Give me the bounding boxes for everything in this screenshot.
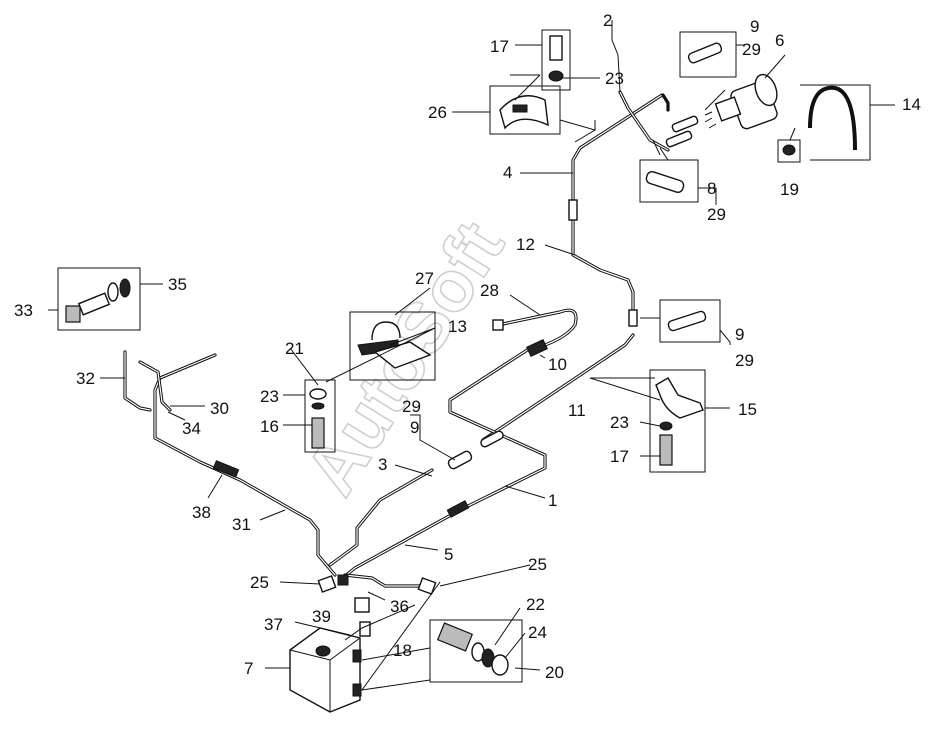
pipe-network xyxy=(123,90,670,588)
joint-38 xyxy=(212,460,240,478)
label-23-right: 23 xyxy=(610,413,629,432)
strap-14-box xyxy=(777,84,871,163)
label-29-center: 29 xyxy=(402,397,421,416)
label-17-right: 17 xyxy=(610,447,629,466)
label-23-mid: 23 xyxy=(260,387,279,406)
bolt-16-box xyxy=(304,379,336,453)
label-31: 31 xyxy=(232,515,251,534)
label-29-mid: 29 xyxy=(707,205,726,224)
label-19: 19 xyxy=(780,180,799,199)
fuel-filter-6 xyxy=(665,73,778,148)
label-20: 20 xyxy=(545,663,564,682)
label-16: 16 xyxy=(260,417,279,436)
hose-9-mid xyxy=(447,450,473,470)
label-35: 35 xyxy=(168,275,187,294)
label-23-top: 23 xyxy=(605,69,624,88)
label-32: 32 xyxy=(76,369,95,388)
label-18: 18 xyxy=(393,641,412,660)
label-22: 22 xyxy=(526,595,545,614)
label-7: 7 xyxy=(244,659,253,678)
label-25-right: 25 xyxy=(528,555,547,574)
label-37: 37 xyxy=(264,615,283,634)
label-1: 1 xyxy=(548,491,557,510)
label-24: 24 xyxy=(528,623,547,642)
label-34: 34 xyxy=(182,419,201,438)
bolt-33-box xyxy=(57,267,141,331)
clip-15-box xyxy=(649,369,706,473)
label-3: 3 xyxy=(378,455,387,474)
label-29-right: 29 xyxy=(735,351,754,370)
hose-8-box xyxy=(639,159,699,203)
label-10: 10 xyxy=(548,355,567,374)
bolt-17-top xyxy=(541,29,571,91)
joint-11 xyxy=(628,309,638,327)
label-9-center: 9 xyxy=(410,418,419,437)
part-labels: 2 17 23 26 9 29 6 14 19 4 8 29 12 27 28 … xyxy=(14,11,921,682)
label-9-top: 9 xyxy=(750,17,759,36)
label-29-top: 29 xyxy=(742,40,761,59)
clip-26-box xyxy=(489,85,561,135)
label-30: 30 xyxy=(210,399,229,418)
label-12: 12 xyxy=(516,235,535,254)
label-21: 21 xyxy=(285,339,304,358)
label-26: 26 xyxy=(428,103,447,122)
label-2: 2 xyxy=(603,11,612,30)
label-38: 38 xyxy=(192,503,211,522)
label-25-left: 25 xyxy=(250,573,269,592)
label-5: 5 xyxy=(444,545,453,564)
label-14: 14 xyxy=(902,95,921,114)
hose-9-top-box xyxy=(679,31,737,78)
label-13: 13 xyxy=(448,317,467,336)
label-15: 15 xyxy=(738,400,757,419)
hose-9-center xyxy=(480,430,504,448)
banjo-18-box xyxy=(429,619,523,683)
label-17-top: 17 xyxy=(490,37,509,56)
label-11: 11 xyxy=(568,401,586,420)
label-39: 39 xyxy=(312,607,331,626)
hose-9-right-box xyxy=(659,299,721,343)
label-4: 4 xyxy=(503,163,512,182)
pipe-32 xyxy=(123,350,152,412)
pipe-4 xyxy=(571,93,664,320)
label-33: 33 xyxy=(14,301,33,320)
label-6: 6 xyxy=(775,31,784,50)
hose-28 xyxy=(492,308,578,357)
fittings-cluster xyxy=(317,574,437,637)
label-27: 27 xyxy=(415,269,434,288)
joint-4 xyxy=(568,199,578,221)
joint-1 xyxy=(446,500,470,518)
label-9-right: 9 xyxy=(735,325,744,344)
label-8: 8 xyxy=(707,179,716,198)
label-36: 36 xyxy=(390,597,409,616)
label-28: 28 xyxy=(480,281,499,300)
pipe-4-branch xyxy=(618,90,670,152)
leader-lines xyxy=(48,20,895,691)
fuel-tank-7 xyxy=(289,627,362,713)
